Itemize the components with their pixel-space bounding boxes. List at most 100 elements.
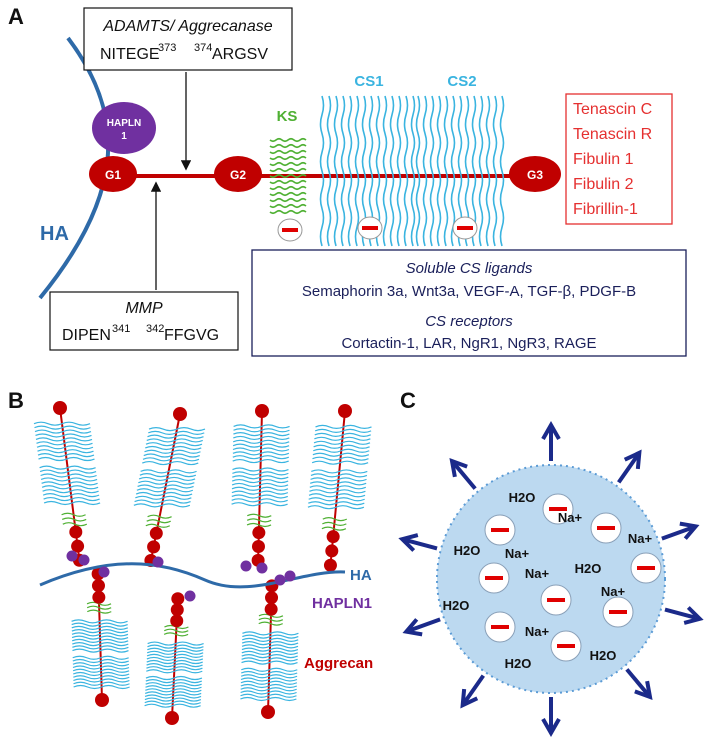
cs-chain: [310, 477, 367, 482]
cs-chain: [309, 485, 367, 490]
negative-charge-icon: [452, 216, 478, 240]
cs-chain: [144, 694, 202, 699]
cs-chain: [311, 469, 368, 474]
negative-charge-icon: [484, 514, 516, 546]
cs-chain: [319, 95, 325, 247]
cs-chain: [240, 674, 298, 679]
cs-chain: [313, 440, 371, 445]
g-domain: [323, 558, 337, 572]
cs-chain: [145, 685, 202, 690]
ks-chain: [269, 143, 307, 149]
mmp-left-seq: DIPEN: [62, 327, 111, 344]
arrow-head-icon: [398, 533, 419, 552]
water-label: H2O: [509, 490, 536, 505]
g3-domain: [95, 693, 109, 707]
cs-chain: [232, 451, 290, 456]
cs-chain: [403, 95, 409, 247]
hapln1-dot: [184, 590, 196, 602]
cs-chain: [148, 427, 206, 432]
ks-chain: [269, 179, 307, 185]
cs-chain: [314, 432, 371, 437]
negative-charge-icon: [540, 584, 572, 616]
adamts-right-seq: ARGSV: [212, 46, 268, 63]
cs-chain: [35, 437, 93, 442]
cs-chain: [146, 666, 203, 671]
ks-chain: [247, 513, 272, 518]
cs-chain: [354, 95, 360, 247]
cs-chain: [145, 679, 203, 684]
core-protein: [257, 410, 263, 566]
cs-chain: [145, 688, 202, 693]
ks-chain: [86, 605, 112, 610]
ecm-ligand-box: [565, 93, 673, 225]
panel-b-aggrecan-label: Aggrecan: [304, 655, 373, 672]
cs-chain: [146, 438, 203, 443]
cs-chain: [71, 622, 128, 627]
cs-chain: [231, 490, 289, 495]
sodium-label: Na+: [601, 584, 626, 599]
g3-domain: [261, 705, 275, 719]
ks-chain: [269, 167, 307, 173]
g2-label: G2: [230, 168, 246, 182]
cs-chain: [315, 424, 372, 429]
adamts-left-num: 373: [158, 42, 176, 54]
adamts-title: ADAMTS/ Aggrecanase: [102, 18, 272, 35]
core-protein: [329, 410, 346, 571]
cs-chain: [499, 95, 505, 247]
arrow-head-icon: [449, 457, 468, 478]
sodium-label: Na+: [505, 546, 530, 561]
cs-chain: [145, 682, 202, 687]
negative-charge-icon: [590, 512, 622, 544]
cs-chain: [134, 499, 191, 504]
cs-chain: [133, 503, 191, 508]
cs-chain: [71, 629, 129, 634]
outward-arrow: [453, 462, 477, 490]
ks-chain: [62, 522, 88, 527]
ks-chain: [269, 185, 307, 191]
cs-chain: [232, 475, 289, 480]
g-domain: [69, 525, 83, 539]
ha-label: HA: [40, 223, 69, 245]
ks-chain: [246, 522, 272, 528]
cs-chain: [311, 460, 369, 465]
cs-receptors-list: Cortactin-1, LAR, NgR1, NgR3, RAGE: [341, 335, 596, 352]
g-domain: [251, 540, 265, 554]
panel-a-label: A: [8, 4, 24, 29]
cs-receptors-title: CS receptors: [425, 313, 513, 330]
cs-chain: [240, 693, 297, 698]
cs-chain: [146, 650, 204, 655]
cs-chain: [232, 467, 289, 472]
cs-chain: [231, 482, 289, 488]
cs-chain: [72, 648, 129, 653]
arrow-head-icon: [460, 688, 479, 709]
cs-chain: [72, 671, 130, 677]
cs-chain: [240, 683, 298, 689]
outward-arrow: [617, 454, 639, 484]
hapln1-label-line1: HAPLN: [107, 118, 141, 129]
cs-chain: [144, 697, 202, 702]
ks-chain: [269, 149, 307, 155]
cs-chain: [240, 680, 298, 685]
cs-chain: [136, 488, 194, 493]
cs-chain: [71, 625, 129, 630]
outward-arrow: [405, 538, 438, 551]
ks-chain: [322, 521, 347, 526]
cs-chain: [232, 471, 289, 476]
cs-chain: [231, 498, 288, 503]
outward-arrow: [409, 617, 441, 633]
arrow-head-icon: [541, 420, 561, 440]
cs-chain: [147, 434, 204, 439]
ks-label: KS: [277, 108, 298, 125]
ks-chain: [163, 628, 189, 633]
cs-chain: [485, 95, 491, 247]
cs-chain: [382, 95, 388, 247]
cs-chain: [307, 505, 365, 510]
g3-domain: [53, 401, 67, 415]
cs-chain: [240, 687, 297, 692]
water-label: H2O: [443, 598, 470, 613]
cs-chain: [240, 677, 298, 682]
arrow-head-icon: [634, 680, 653, 701]
cs-chain: [231, 502, 288, 507]
ecm-ligand: Fibulin 1: [573, 151, 634, 168]
